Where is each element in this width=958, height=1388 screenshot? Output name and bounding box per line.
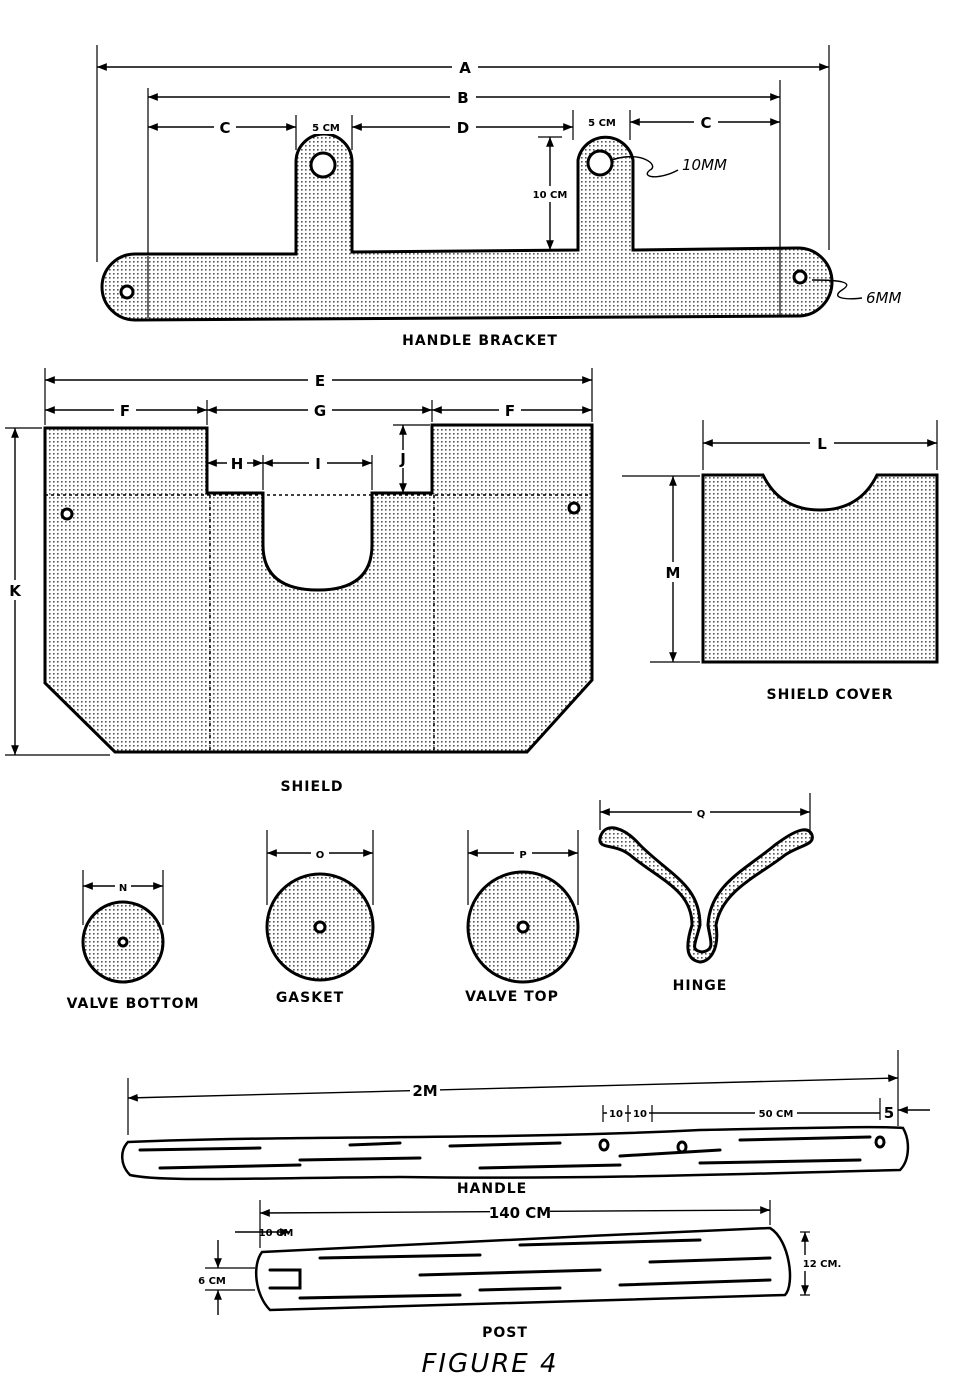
hole-size-6mm: 6MM — [866, 289, 901, 307]
handle-log-shape — [121, 1125, 910, 1181]
dim-label-tab-height: 10 CM — [533, 190, 568, 201]
post-length-label: 140 CM — [489, 1204, 551, 1222]
dim-label-g: G — [314, 402, 326, 420]
handle-log: 2M 10 10 50 CM 5 HANDLE — [121, 1050, 930, 1197]
handle-seg2-label: 10 — [633, 1109, 647, 1120]
gasket: O GASKET — [265, 830, 375, 1006]
shield-hole-right — [567, 501, 581, 515]
dim-label-o: O — [316, 850, 325, 861]
hole-size-10mm: 10MM — [682, 156, 727, 174]
dim-label-k: K — [9, 582, 22, 600]
caption-handle: HANDLE — [457, 1181, 527, 1197]
caption-valve-bottom: VALVE BOTTOM — [67, 996, 200, 1012]
dim-label-m: M — [666, 564, 681, 582]
hole-6mm-left — [119, 284, 135, 300]
caption-hinge: HINGE — [673, 978, 728, 994]
dim-label-p: P — [519, 850, 526, 861]
handle-length-label: 2M — [412, 1082, 437, 1100]
dim-label-i: I — [315, 455, 321, 473]
post-notch-depth-label: 6 CM — [198, 1276, 226, 1287]
dim-label-n: N — [119, 883, 127, 894]
dim-label-a: A — [459, 59, 471, 77]
post-diameter-label: 12 CM. — [803, 1259, 842, 1270]
handle-seg1-label: 10 — [609, 1109, 623, 1120]
handle-seg4-label: 5 — [884, 1104, 894, 1122]
dim-label-h: H — [231, 455, 244, 473]
dim-label-f-right: F — [505, 402, 515, 420]
dim-label-b: B — [457, 89, 468, 107]
dim-label-f-left: F — [120, 402, 130, 420]
dim-label-j: J — [399, 450, 406, 468]
post-log: 140 CM 10 CM 6 CM 12 CM. POST — [198, 1200, 841, 1341]
hole-10mm-left — [309, 151, 337, 179]
dim-label-c-right: C — [700, 114, 711, 132]
dim-label-q: Q — [697, 809, 706, 820]
valve-top: P VALVE TOP — [465, 830, 580, 1005]
leader-6mm — [811, 279, 863, 300]
handle-bracket: A B C 5 CM D 5 CM C 10 CM 10MM 6MM HANDL… — [96, 45, 901, 349]
figure-title: FIGURE 4 — [421, 1349, 558, 1379]
leader-10mm — [611, 155, 679, 178]
dim-label-d: D — [457, 119, 469, 137]
dim-label-tab-width-right: 5 CM — [588, 118, 616, 129]
post-notch-length-label: 10 CM — [259, 1228, 294, 1239]
dim-label-e: E — [315, 372, 325, 390]
shield-cover-shape — [701, 473, 939, 664]
valve-bottom: N VALVE BOTTOM — [67, 870, 200, 1012]
hole-6mm-right — [792, 269, 808, 285]
caption-valve-top: VALVE TOP — [465, 989, 559, 1005]
shield-shape — [43, 423, 594, 754]
post-log-shape — [255, 1226, 792, 1312]
caption-shield: SHIELD — [280, 779, 343, 795]
hole-10mm-right — [586, 149, 614, 177]
dim-label-tab-width-left: 5 CM — [312, 123, 340, 134]
handle-seg3-label: 50 CM — [759, 1109, 794, 1120]
hinge: Q HINGE — [598, 793, 814, 994]
caption-handle-bracket: HANDLE BRACKET — [402, 333, 558, 349]
hinge-shape — [598, 826, 814, 964]
shield: E F G F H I J K SHIELD — [5, 368, 594, 795]
dim-label-c-left: C — [219, 119, 230, 137]
dim-label-l: L — [817, 435, 827, 453]
shield-hole-left — [60, 507, 74, 521]
handle-bracket-shape — [100, 132, 834, 322]
caption-gasket: GASKET — [276, 990, 344, 1006]
caption-shield-cover: SHIELD COVER — [767, 687, 894, 703]
shield-cover: L M SHIELD COVER — [622, 420, 939, 703]
caption-post: POST — [482, 1325, 528, 1341]
